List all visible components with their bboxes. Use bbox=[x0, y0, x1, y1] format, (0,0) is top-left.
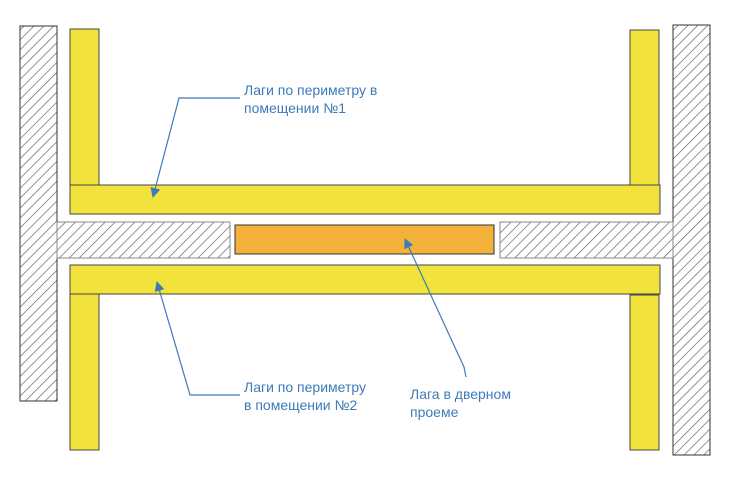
room1-joist-horizontal bbox=[69, 184, 661, 215]
right-wall bbox=[672, 24, 711, 456]
callout-room1-arrow bbox=[150, 97, 240, 198]
label-door: Лага в дверном проеме bbox=[410, 386, 511, 420]
label-room1: Лаги по периметру в помещении №1 bbox=[244, 82, 378, 116]
label-room2: Лаги по периметру в помещении №2 bbox=[244, 379, 367, 413]
room1-joist-left-vertical bbox=[69, 28, 100, 186]
doorway-joist bbox=[234, 224, 495, 255]
room1-joist-right-vertical bbox=[629, 29, 660, 187]
doorway-wall-left bbox=[56, 221, 231, 259]
callout-room2-arrow bbox=[154, 281, 240, 396]
left-wall-lower bbox=[19, 261, 58, 402]
room2-joist-horizontal bbox=[69, 264, 661, 295]
room2-joist-right-vertical bbox=[629, 294, 660, 451]
room2-joist-left-vertical bbox=[69, 293, 100, 451]
left-wall bbox=[19, 25, 58, 202]
callout-door-arrow bbox=[404, 238, 467, 378]
doorway-wall-right bbox=[499, 221, 674, 259]
left-wall-mid bbox=[20, 200, 57, 263]
